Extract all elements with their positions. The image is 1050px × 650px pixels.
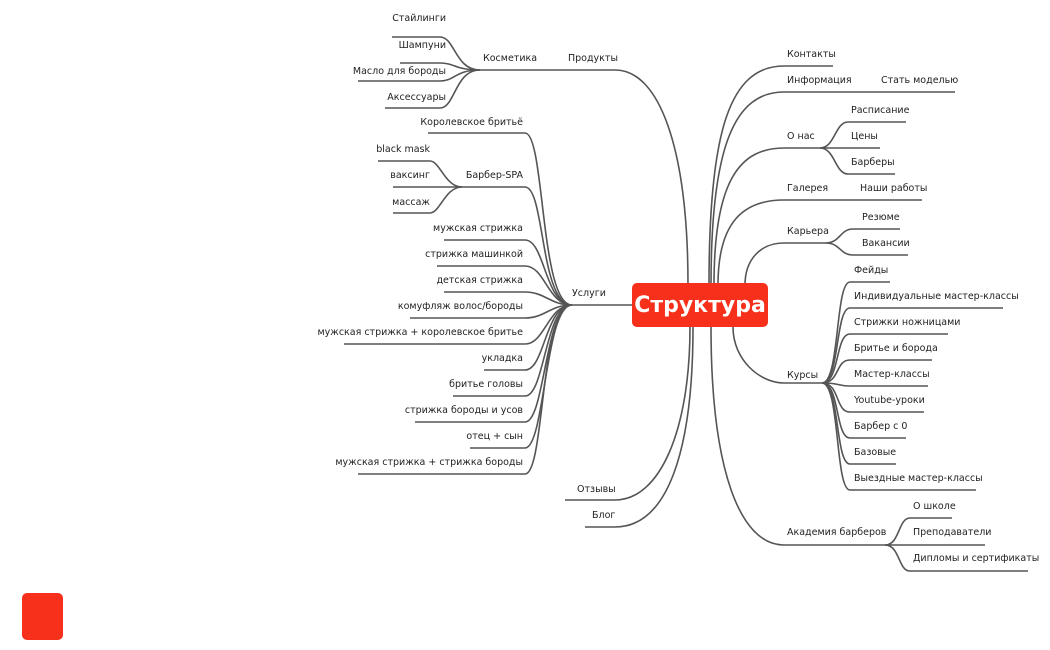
node-stylings[interactable]: Стайлинги [392, 13, 446, 24]
node-schedule[interactable]: Расписание [851, 105, 910, 116]
node-reviews[interactable]: Отзывы [577, 484, 616, 495]
node-barbers[interactable]: Барберы [851, 157, 895, 168]
node-shave-beard[interactable]: Бритье и борода [854, 343, 938, 354]
node-barber-spa[interactable]: Барбер-SPA [465, 170, 523, 181]
node-cosmetics[interactable]: Косметика [483, 53, 538, 64]
node-basic[interactable]: Базовые [854, 447, 897, 458]
node-gallery[interactable]: Галерея [787, 183, 829, 194]
node-beard-mustache[interactable]: стрижка бороды и усов [404, 405, 523, 416]
node-about-school[interactable]: О школе [913, 501, 956, 512]
node-mens-haircut[interactable]: мужская стрижка [433, 223, 523, 234]
node-master-classes[interactable]: Мастер-классы [854, 369, 930, 380]
node-our-works[interactable]: Наши работы [860, 183, 928, 194]
node-prices[interactable]: Цены [851, 131, 878, 142]
node-haircut-royal-shave[interactable]: мужская стрижка + королевское бритье [317, 327, 523, 338]
node-contacts[interactable]: Контакты [787, 49, 836, 60]
node-accessories[interactable]: Аксессуары [387, 92, 446, 103]
node-youtube-lessons[interactable]: Youtube-уроки [854, 395, 925, 406]
node-camouflage[interactable]: комуфляж волос/бороды [397, 301, 523, 312]
node-massage[interactable]: массаж [392, 197, 430, 208]
node-royal-shave[interactable]: Королевское бритьё [420, 117, 523, 128]
node-barber-from-zero[interactable]: Барбер с 0 [854, 421, 908, 432]
node-haircut-beard[interactable]: мужская стрижка + стрижка бороды [335, 457, 523, 468]
node-about[interactable]: О нас [787, 131, 815, 142]
node-info[interactable]: Информация [787, 75, 852, 86]
node-vacancies[interactable]: Вакансии [862, 238, 910, 249]
node-products[interactable]: Продукты [568, 53, 618, 64]
node-styling[interactable]: укладка [481, 353, 523, 364]
node-become-model[interactable]: Стать моделью [881, 75, 959, 86]
node-black-mask[interactable]: black mask [376, 144, 430, 155]
node-services[interactable]: Услуги [572, 288, 606, 299]
node-shampoos[interactable]: Шампуни [398, 40, 446, 51]
node-father-son[interactable]: отец + сын [466, 431, 523, 442]
node-onsite-classes[interactable]: Выездные мастер-классы [854, 473, 983, 484]
node-academy[interactable]: Академия барберов [787, 527, 887, 538]
node-individual-classes[interactable]: Индивидуальные мастер-классы [854, 291, 1019, 302]
node-head-shave[interactable]: бритье головы [449, 379, 523, 390]
node-waxing[interactable]: ваксинг [390, 170, 430, 181]
root-node[interactable]: Структура [632, 283, 768, 327]
node-kids-haircut[interactable]: детская стрижка [436, 275, 523, 286]
brand-square-icon [22, 593, 63, 640]
node-teachers[interactable]: Преподаватели [913, 527, 992, 538]
node-resume[interactable]: Резюме [862, 212, 900, 223]
node-beard-oil[interactable]: Масло для бороды [352, 66, 446, 77]
node-diplomas[interactable]: Дипломы и сертификаты [913, 553, 1040, 564]
connector-lines [344, 36, 1028, 572]
node-blog[interactable]: Блог [592, 510, 616, 521]
node-clipper-cut[interactable]: стрижка машинкой [425, 249, 523, 260]
node-fades[interactable]: Фейды [854, 265, 889, 276]
node-career[interactable]: Карьера [787, 226, 829, 237]
node-courses[interactable]: Курсы [787, 370, 819, 381]
node-scissor-cuts[interactable]: Стрижки ножницами [854, 317, 961, 328]
